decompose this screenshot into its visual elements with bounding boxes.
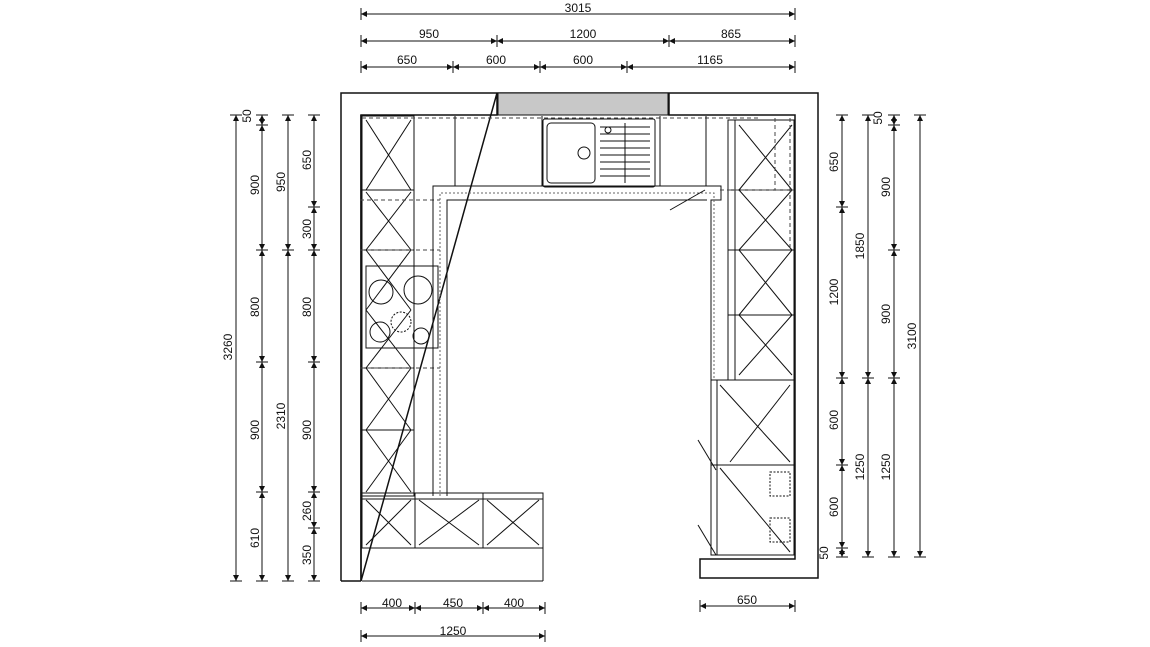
dim-bottom-400b: 400 bbox=[504, 596, 524, 610]
countertop-edge-dashed bbox=[439, 192, 715, 496]
dimension-lines bbox=[233, 11, 923, 639]
dim-top-600a: 600 bbox=[486, 53, 506, 67]
dim-top-1165: 1165 bbox=[697, 53, 723, 67]
dim-right-900b: 900 bbox=[879, 304, 893, 324]
dim-top-600b: 600 bbox=[573, 53, 593, 67]
dim-top-total: 3015 bbox=[565, 1, 592, 15]
left-dashed-lines bbox=[360, 117, 760, 369]
dim-left-800a: 800 bbox=[248, 297, 262, 317]
dim-top-950: 950 bbox=[419, 27, 439, 41]
dim-bottom-1250: 1250 bbox=[440, 624, 467, 638]
dim-top-1200: 1200 bbox=[570, 27, 597, 41]
dim-right-900a: 900 bbox=[879, 177, 893, 197]
dim-left-950: 950 bbox=[274, 172, 288, 192]
dim-left-900a: 900 bbox=[248, 175, 262, 195]
hob bbox=[365, 265, 439, 349]
dim-right-50a: 50 bbox=[817, 546, 831, 560]
dim-bottom-650: 650 bbox=[737, 593, 757, 607]
dim-right-1250a: 1250 bbox=[853, 453, 867, 480]
right-dashed-lines bbox=[720, 118, 795, 250]
dim-left-800b: 800 bbox=[300, 297, 314, 317]
window bbox=[497, 92, 669, 116]
dim-right-650: 650 bbox=[827, 152, 841, 172]
dim-right-3100: 3100 bbox=[905, 322, 919, 349]
outer-wall bbox=[340, 92, 819, 582]
dim-right-1250b: 1250 bbox=[879, 453, 893, 480]
dim-left-50: 50 bbox=[240, 109, 254, 123]
dim-right-1200: 1200 bbox=[827, 278, 841, 305]
dim-right-600a: 600 bbox=[827, 410, 841, 430]
dim-left-900c: 900 bbox=[300, 420, 314, 440]
dim-left-300: 300 bbox=[300, 219, 314, 239]
dim-right-50b: 50 bbox=[871, 111, 885, 125]
dim-left-900b: 900 bbox=[248, 420, 262, 440]
dim-bottom-450: 450 bbox=[443, 596, 463, 610]
dim-top-650: 650 bbox=[397, 53, 417, 67]
dim-left-650: 650 bbox=[300, 150, 314, 170]
dim-left-2310: 2310 bbox=[274, 402, 288, 429]
dim-right-600b: 600 bbox=[827, 497, 841, 517]
sink bbox=[542, 118, 656, 188]
dim-top-865: 865 bbox=[721, 27, 741, 41]
countertop-edge bbox=[432, 185, 722, 496]
dimension-ticks bbox=[230, 8, 926, 642]
dim-left-260: 260 bbox=[300, 501, 314, 521]
dim-left-3260: 3260 bbox=[221, 333, 235, 360]
dim-right-1850: 1850 bbox=[853, 232, 867, 259]
dim-bottom-400a: 400 bbox=[382, 596, 402, 610]
dim-left-610: 610 bbox=[248, 528, 262, 548]
walls bbox=[340, 92, 819, 582]
right-cabinet-run bbox=[697, 119, 795, 556]
bottom-left-cabinets bbox=[361, 492, 544, 582]
dim-left-350: 350 bbox=[300, 545, 314, 565]
